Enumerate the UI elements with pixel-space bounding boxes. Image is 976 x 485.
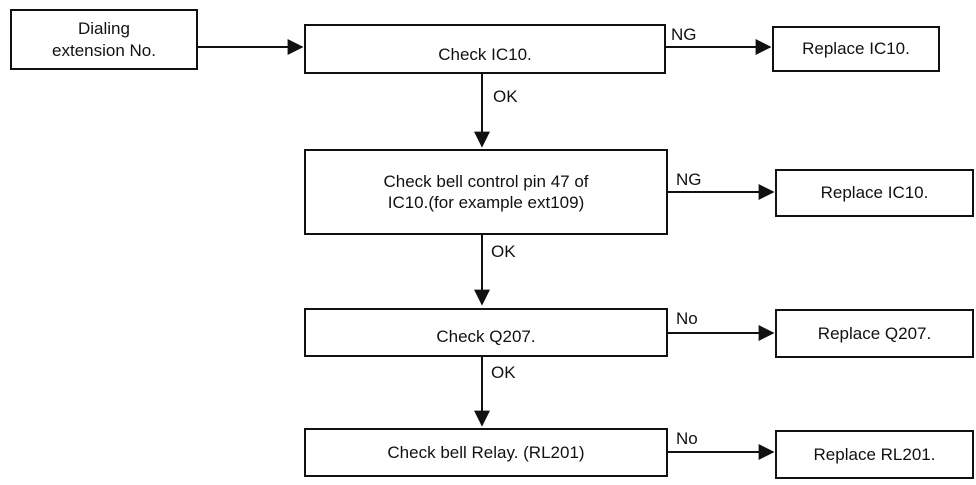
fail-label-no: No: [676, 429, 698, 448]
start-line2: extension No.: [52, 40, 156, 60]
check-box-bell-relay: Check bell Relay. (RL201): [304, 428, 668, 477]
action-box-replace-ic10: Replace IC10.: [775, 169, 974, 217]
fail-label-no: No: [676, 309, 698, 328]
start-line1: Dialing: [78, 19, 130, 39]
action-label: Replace IC10.: [820, 183, 929, 203]
check-label-line1: Check bell control pin 47 of: [383, 171, 589, 191]
pass-label-ok: OK: [491, 363, 516, 382]
check-label: Check Q207.: [436, 326, 536, 346]
action-box-replace-rl201: Replace RL201.: [775, 430, 974, 479]
action-box-replace-ic10: Replace IC10.: [772, 26, 940, 72]
action-label: Replace Q207.: [817, 323, 932, 343]
start-box-dialing: Dialing extension No.: [10, 9, 198, 70]
check-label-line2: IC10.(for example ext109): [387, 193, 585, 212]
action-box-replace-q207: Replace Q207.: [775, 309, 974, 358]
pass-label-ok: OK: [493, 87, 518, 106]
check-box-q207: Check Q207.: [304, 308, 668, 357]
check-box-ic10: Check IC10.: [304, 24, 666, 74]
fail-label-ng: NG: [671, 25, 697, 44]
check-label: Check IC10.: [438, 45, 532, 65]
action-label: Replace RL201.: [813, 444, 936, 464]
check-label: Check bell Relay. (RL201): [387, 442, 585, 462]
action-label: Replace IC10.: [802, 39, 910, 59]
pass-label-ok: OK: [491, 242, 516, 261]
fail-label-ng: NG: [676, 170, 702, 189]
check-box-bell-control: Check bell control pin 47 of IC10.(for e…: [304, 149, 668, 235]
